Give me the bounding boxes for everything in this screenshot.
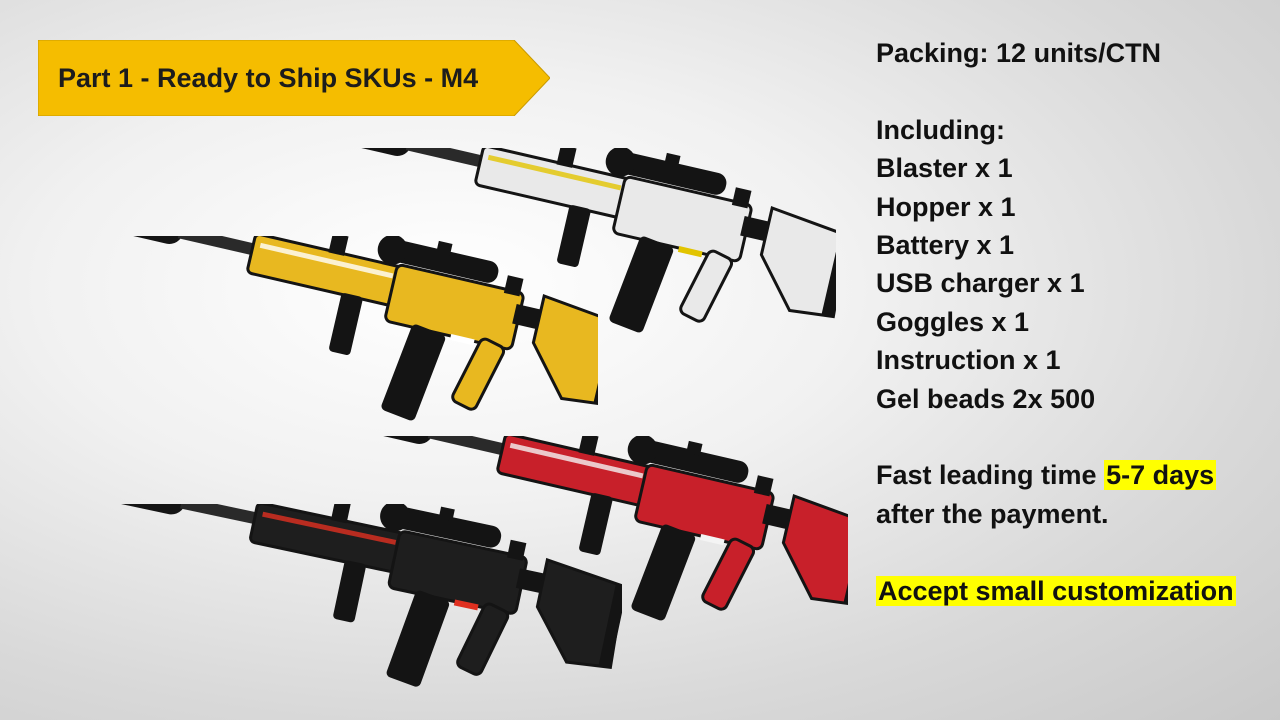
- packing-text: Packing: 12 units/CTN: [876, 38, 1162, 68]
- banner-title: Part 1 - Ready to Ship SKUs - M4: [58, 63, 479, 93]
- included-item: Goggles x 1: [876, 306, 1030, 337]
- including-heading: Including:: [876, 114, 1005, 145]
- included-item: Blaster x 1: [876, 153, 1013, 184]
- banner-arrow-shape: [38, 40, 550, 116]
- customization-note: Accept small customization: [876, 575, 1236, 606]
- included-item: Gel beads 2x 500: [876, 383, 1096, 414]
- lead-time-suffix: after the payment.: [876, 498, 1109, 529]
- included-item: USB charger x 1: [876, 268, 1085, 299]
- lead-time-line: Fast leading time 5-7 days: [876, 456, 1266, 494]
- title-banner: Part 1 - Ready to Ship SKUs - M4: [38, 40, 550, 116]
- blaster-image-yellow: [36, 236, 598, 421]
- included-item: Hopper x 1: [876, 191, 1016, 222]
- lead-time-highlight: 5-7 days: [1104, 460, 1217, 491]
- blaster-image-white: [264, 148, 836, 333]
- blaster-image-black: [38, 504, 622, 687]
- lead-time-prefix: Fast leading time: [876, 460, 1105, 491]
- info-panel: Packing: 12 units/CTN Including: Blaster…: [876, 34, 1266, 610]
- included-item: Instruction x 1: [876, 345, 1061, 376]
- blaster-image-red: [286, 436, 848, 621]
- included-item: Battery x 1: [876, 230, 1015, 261]
